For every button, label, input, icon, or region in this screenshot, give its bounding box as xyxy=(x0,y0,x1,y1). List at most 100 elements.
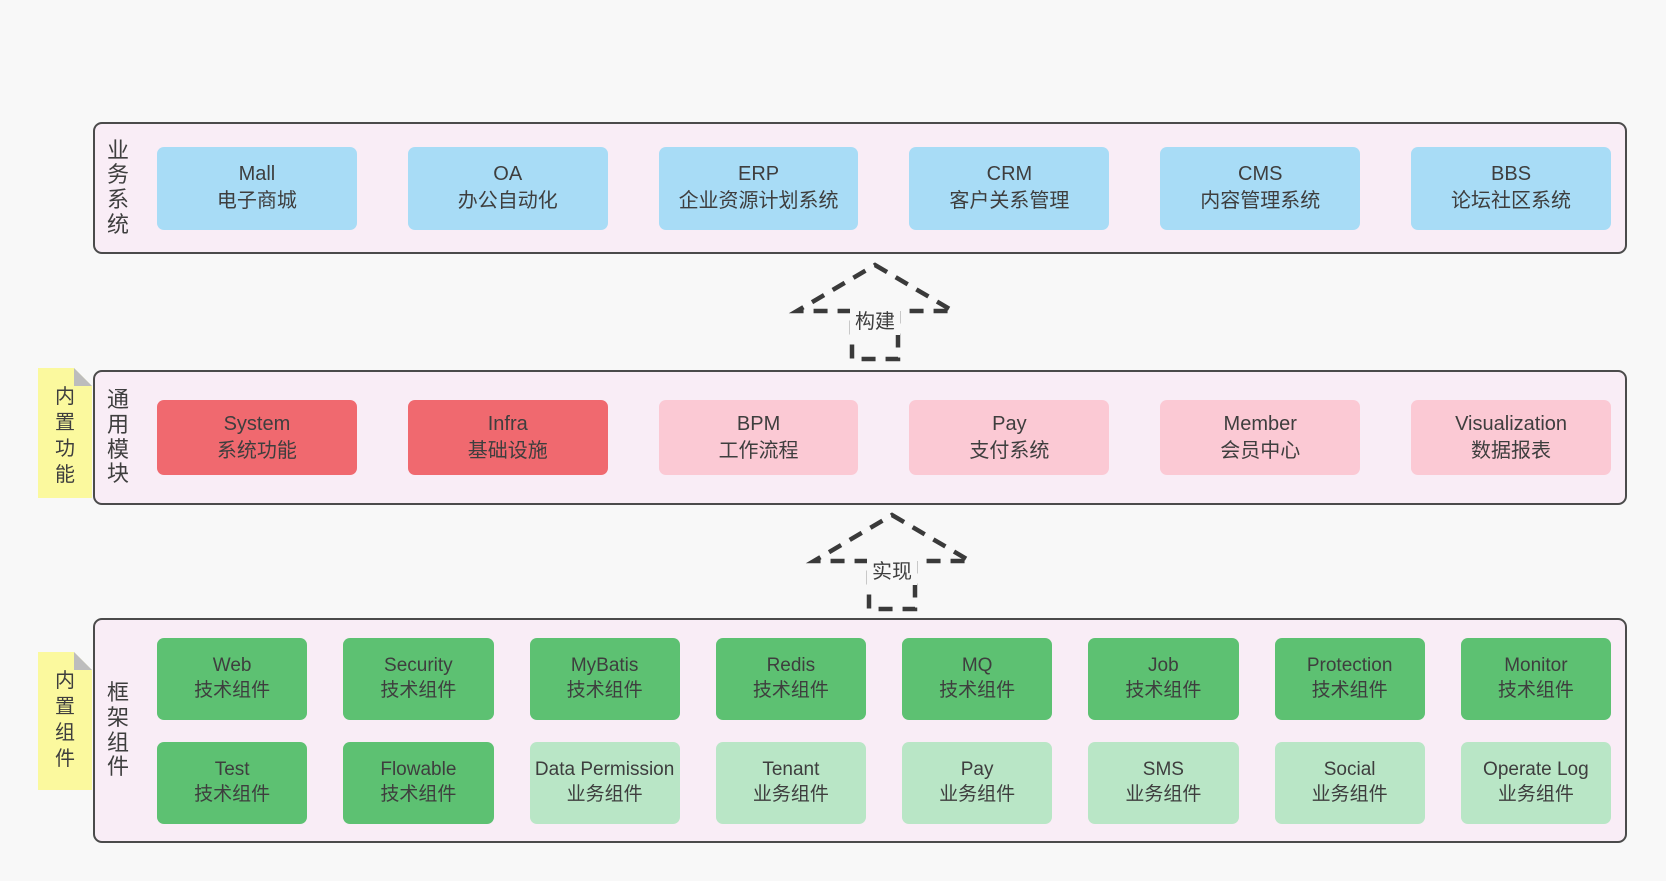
box-subtitle: 内容管理系统 xyxy=(1200,190,1321,212)
box-pay-module: Pay 支付系统 xyxy=(909,400,1110,475)
components-grid: Web 技术组件 Security 技术组件 MyBatis 技术组件 Redi… xyxy=(157,637,1611,824)
box-subtitle: 数据报表 xyxy=(1471,439,1552,462)
box-subtitle: 会员中心 xyxy=(1220,439,1301,462)
box-crm: CRM 客户关系管理 xyxy=(909,146,1110,230)
band-label-components: 框架组件 xyxy=(106,680,129,780)
box-title: BBS xyxy=(1491,163,1532,185)
box-title: Pay xyxy=(992,412,1027,435)
box-subtitle: 办公自动化 xyxy=(457,190,558,212)
box-mq: MQ 技术组件 xyxy=(902,637,1053,720)
box-mybatis: MyBatis 技术组件 xyxy=(529,637,680,720)
band-label-modules: 通用模块 xyxy=(106,387,129,487)
box-cms: CMS 内容管理系统 xyxy=(1160,146,1361,230)
box-title: Flowable xyxy=(380,758,457,780)
box-title: MyBatis xyxy=(570,654,639,676)
box-visualization: Visualization 数据报表 xyxy=(1411,400,1611,475)
folded-corner-icon xyxy=(74,368,92,386)
box-subtitle: 企业资源计划系统 xyxy=(678,190,839,212)
band-common-modules: 通用模块 System 系统功能 Infra 基础设施 BPM 工作流程 Pay… xyxy=(93,370,1627,505)
sticky-note-label: 内置组件 xyxy=(55,670,75,770)
box-subtitle: 业务组件 xyxy=(939,783,1016,805)
box-title: BPM xyxy=(736,412,781,435)
box-title: Web xyxy=(212,654,252,676)
arrow-build: 构建 xyxy=(785,260,965,364)
box-subtitle: 论坛社区系统 xyxy=(1451,190,1572,212)
box-subtitle: 系统功能 xyxy=(216,439,297,462)
sticky-note-builtin-features: 内置功能 xyxy=(38,368,92,498)
box-subtitle: 基础设施 xyxy=(467,439,548,462)
box-subtitle: 业务组件 xyxy=(566,783,643,805)
sticky-note-label: 内置功能 xyxy=(55,386,75,486)
box-subtitle: 技术组件 xyxy=(194,783,271,805)
box-subtitle: 技术组件 xyxy=(566,679,643,701)
box-protection: Protection 技术组件 xyxy=(1274,637,1425,720)
components-row-1: Web 技术组件 Security 技术组件 MyBatis 技术组件 Redi… xyxy=(157,637,1611,720)
box-title: Redis xyxy=(766,654,816,676)
box-web: Web 技术组件 xyxy=(157,637,308,720)
box-title: System xyxy=(223,412,291,435)
box-title: Security xyxy=(384,654,453,676)
box-title: Infra xyxy=(487,412,528,435)
box-subtitle: 业务组件 xyxy=(752,783,829,805)
box-oa: OA 办公自动化 xyxy=(407,146,608,230)
box-subtitle: 技术组件 xyxy=(752,679,829,701)
box-operate-log: Operate Log 业务组件 xyxy=(1460,741,1611,824)
components-row-2: Test 技术组件 Flowable 技术组件 Data Permission … xyxy=(157,741,1611,824)
box-title: SMS xyxy=(1142,758,1184,780)
box-title: Monitor xyxy=(1504,654,1568,676)
box-subtitle: 支付系统 xyxy=(969,439,1050,462)
box-title: Tenant xyxy=(762,758,820,780)
box-subtitle: 业务组件 xyxy=(1311,783,1388,805)
arrow-implement: 实现 xyxy=(802,510,982,614)
box-title: CRM xyxy=(986,163,1033,185)
box-member: Member 会员中心 xyxy=(1160,400,1361,475)
box-title: Social xyxy=(1323,758,1376,780)
sticky-note-builtin-components: 内置组件 xyxy=(38,652,92,790)
box-subtitle: 业务组件 xyxy=(1125,783,1202,805)
box-title: OA xyxy=(493,163,523,185)
box-title: Operate Log xyxy=(1483,758,1589,780)
arrow-implement-label: 实现 xyxy=(867,554,917,585)
box-bbs: BBS 论坛社区系统 xyxy=(1411,146,1611,230)
box-title: Member xyxy=(1223,412,1297,435)
box-security: Security 技术组件 xyxy=(343,637,494,720)
box-subtitle: 技术组件 xyxy=(380,783,457,805)
folded-corner-icon xyxy=(74,652,92,670)
box-redis: Redis 技术组件 xyxy=(715,637,866,720)
box-subtitle: 业务组件 xyxy=(1497,783,1574,805)
box-test: Test 技术组件 xyxy=(157,741,308,824)
box-title: ERP xyxy=(738,163,780,185)
box-social: Social 业务组件 xyxy=(1274,741,1425,824)
box-monitor: Monitor 技术组件 xyxy=(1460,637,1611,720)
modules-box-row: System 系统功能 Infra 基础设施 BPM 工作流程 Pay 支付系统… xyxy=(157,400,1611,475)
box-erp: ERP 企业资源计划系统 xyxy=(658,146,859,230)
box-title: Pay xyxy=(960,758,994,780)
box-job: Job 技术组件 xyxy=(1088,637,1239,720)
box-data-permission: Data Permission 业务组件 xyxy=(529,741,680,824)
box-subtitle: 技术组件 xyxy=(1497,679,1574,701)
box-sms: SMS 业务组件 xyxy=(1088,741,1239,824)
band-business-systems: 业务系统 Mall 电子商城 OA 办公自动化 ERP 企业资源计划系统 CRM… xyxy=(93,122,1627,254)
band-label-business: 业务系统 xyxy=(106,137,129,237)
box-title: Job xyxy=(1148,654,1179,676)
box-mall: Mall 电子商城 xyxy=(157,146,357,230)
box-subtitle: 客户关系管理 xyxy=(949,190,1070,212)
box-title: Data Permission xyxy=(534,758,675,780)
band-framework-components: 框架组件 Web 技术组件 Security 技术组件 MyBatis 技术组件… xyxy=(93,618,1627,843)
arrow-build-label: 构建 xyxy=(850,304,900,335)
box-subtitle: 技术组件 xyxy=(380,679,457,701)
up-arrow-outline-icon xyxy=(788,262,962,362)
box-subtitle: 技术组件 xyxy=(1311,679,1388,701)
box-tenant: Tenant 业务组件 xyxy=(715,741,866,824)
box-title: CMS xyxy=(1238,163,1283,185)
box-title: Mall xyxy=(238,163,276,185)
box-title: Visualization xyxy=(1455,412,1568,435)
up-arrow-outline-icon xyxy=(805,512,979,612)
box-pay-component: Pay 业务组件 xyxy=(902,741,1053,824)
box-flowable: Flowable 技术组件 xyxy=(343,741,494,824)
box-title: Protection xyxy=(1306,654,1393,676)
box-subtitle: 技术组件 xyxy=(1125,679,1202,701)
business-box-row: Mall 电子商城 OA 办公自动化 ERP 企业资源计划系统 CRM 客户关系… xyxy=(157,146,1611,230)
box-title: MQ xyxy=(961,654,993,676)
box-subtitle: 工作流程 xyxy=(718,439,799,462)
